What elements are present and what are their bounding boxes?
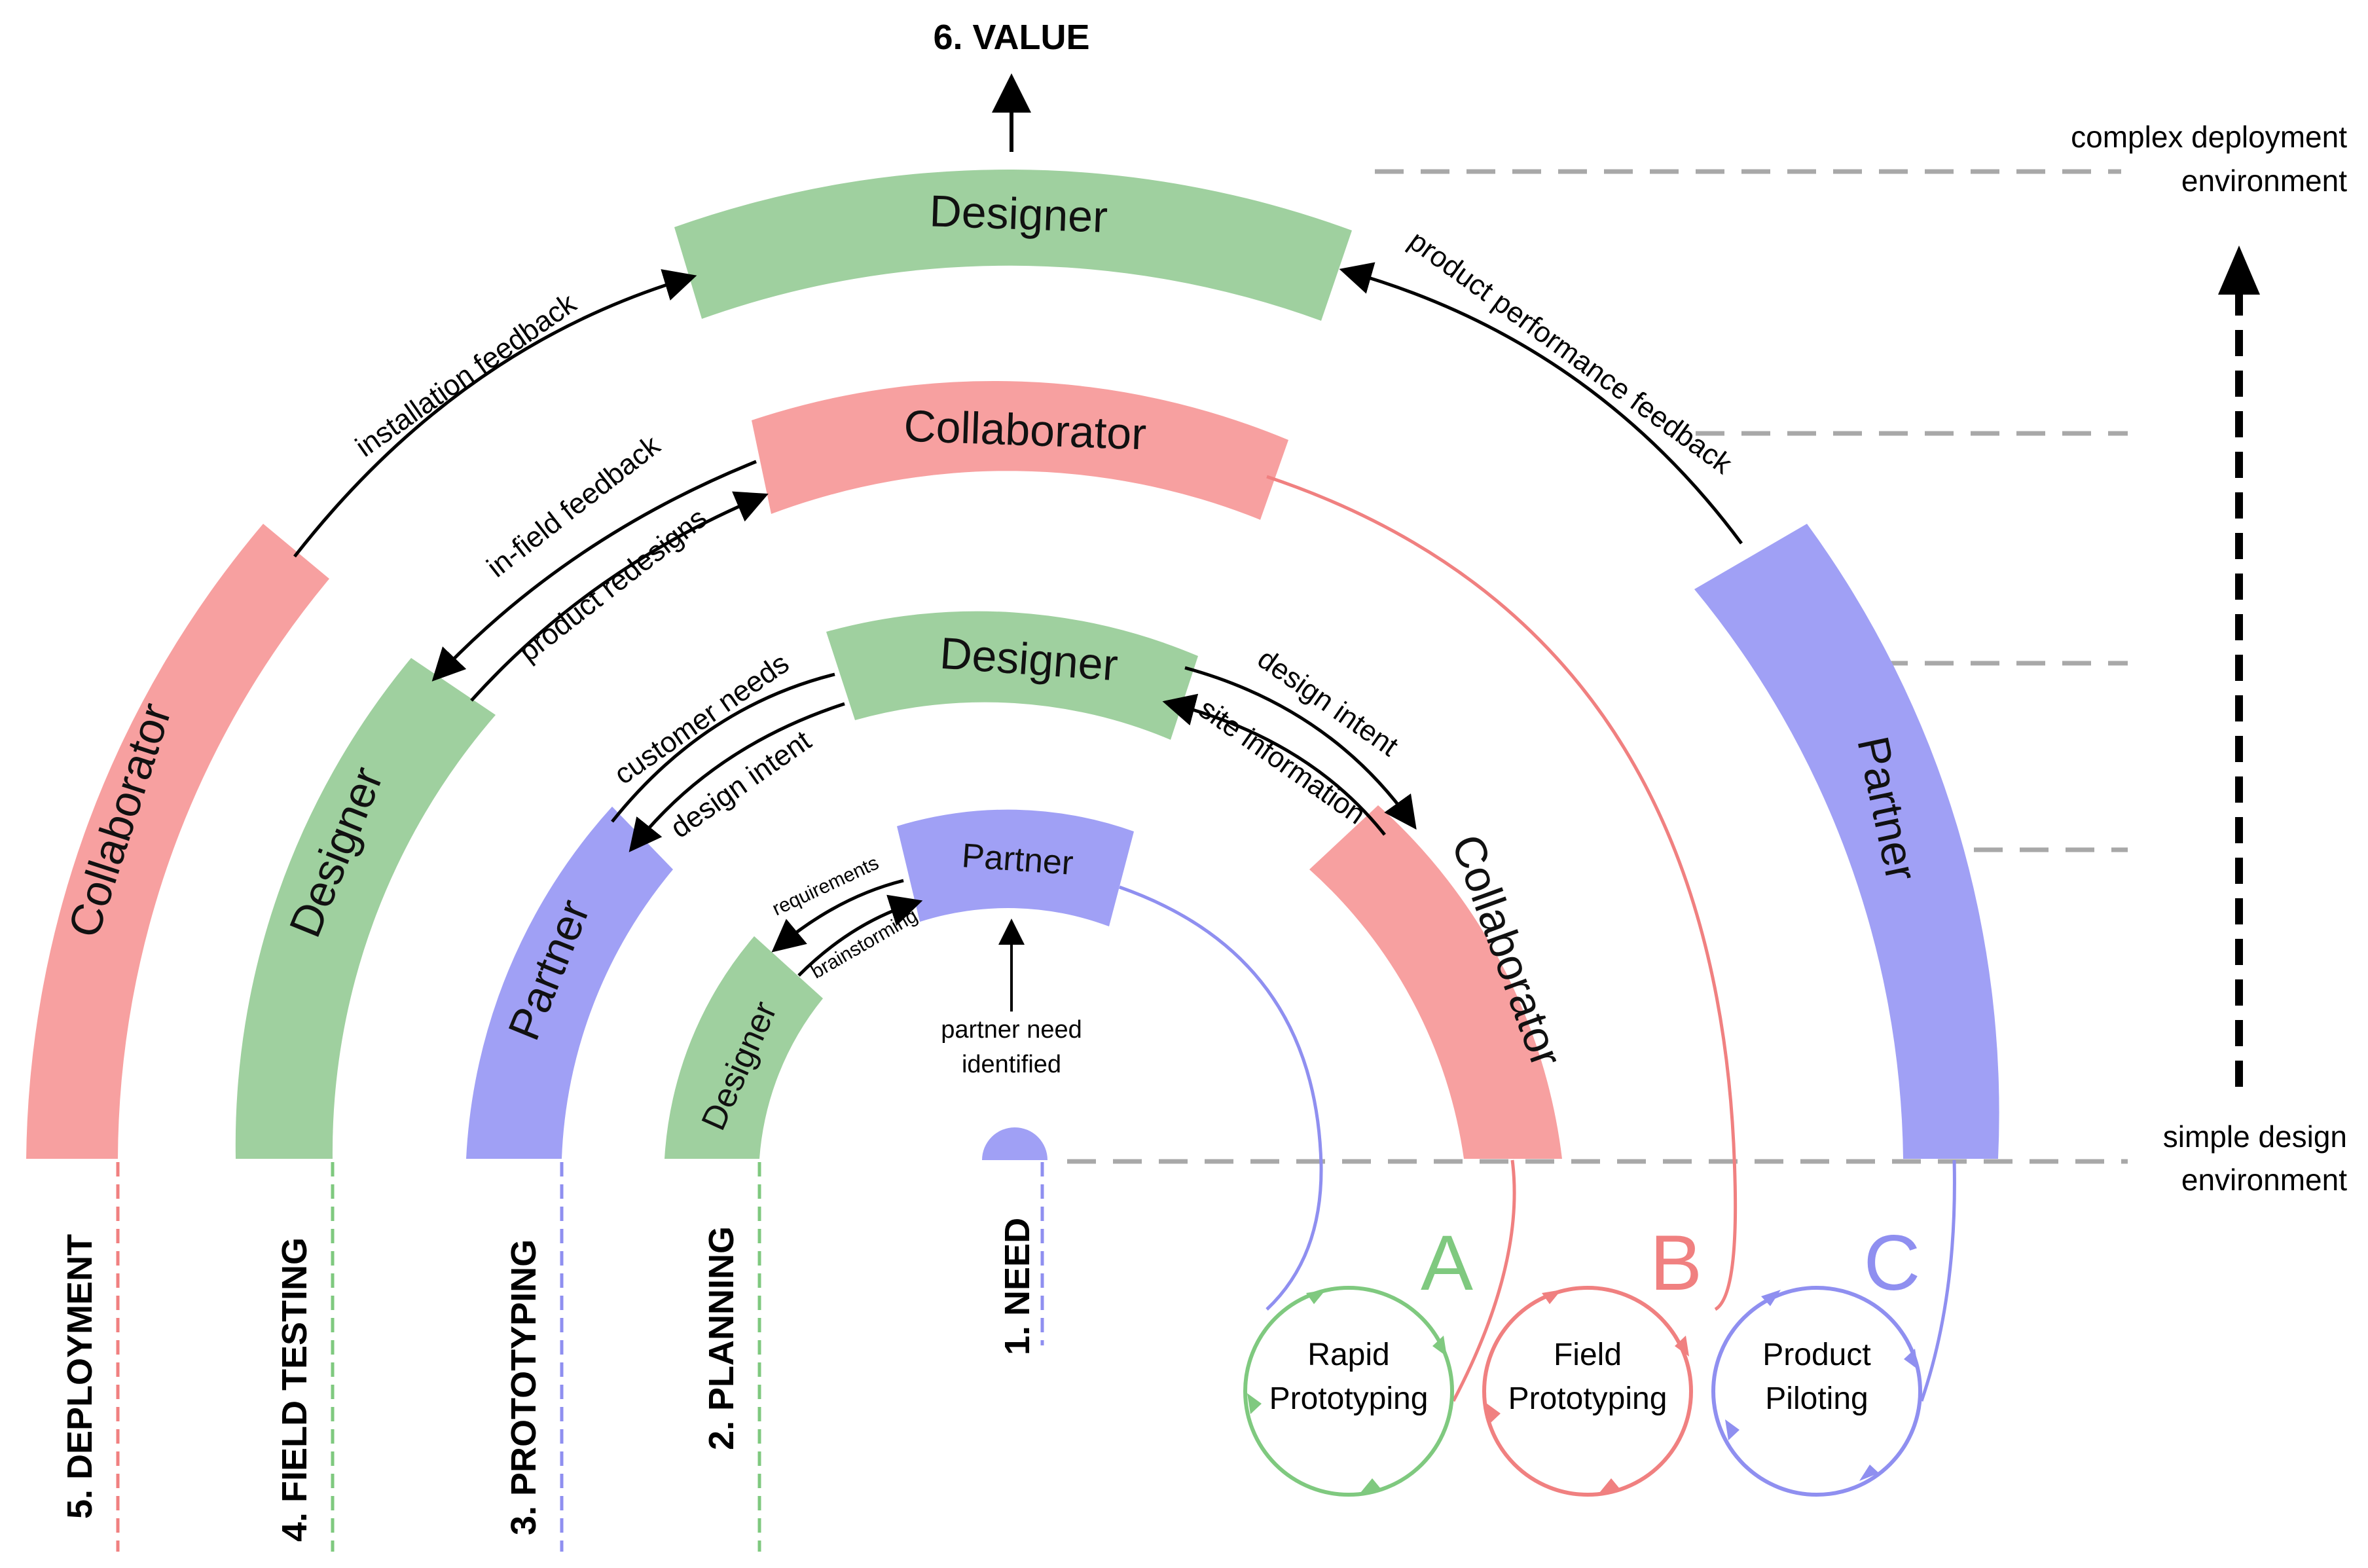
proto-designer-arc	[826, 611, 1198, 740]
simple-env-line-2: environment	[2181, 1163, 2347, 1197]
planning-designer-arc	[665, 936, 823, 1159]
stage-deployment-label: 5. DEPLOYMENT	[60, 1234, 100, 1519]
product-performance-label: product performance feedback	[1403, 225, 1738, 481]
loop-a-letter: A	[1421, 1219, 1473, 1307]
proto-collaborator-arc	[1309, 805, 1562, 1159]
partner-need-label-2: identified	[962, 1051, 1061, 1078]
loop-a-arrow-2	[1432, 1336, 1447, 1357]
loop-c-circle	[1711, 1286, 1922, 1497]
requirements-arrow	[771, 879, 904, 953]
loop-c-arrow-1	[1761, 1290, 1781, 1306]
loop-a-circle	[1243, 1286, 1454, 1497]
loop-a-arrow-4	[1247, 1393, 1262, 1414]
loop-b-letter: B	[1650, 1219, 1702, 1307]
customer-needs-arrow	[611, 672, 835, 823]
simple-env-line-1: simple design	[2163, 1120, 2347, 1154]
collaborator-bottom-to-loop-b	[1451, 1159, 1516, 1402]
design-intent-right-arrow	[1184, 666, 1417, 830]
need-semicircle	[982, 1127, 1047, 1160]
loop-a: A Rapid Prototyping	[1243, 1219, 1473, 1497]
field-collaborator-arc	[752, 380, 1288, 520]
loop-b-arrow-2	[1675, 1336, 1689, 1357]
planning-partner-arc	[897, 809, 1134, 926]
loop-b-line-2: Prototyping	[1508, 1381, 1667, 1416]
brainstorming-arrow	[797, 894, 923, 977]
stage-value-label: 6. VALUE	[933, 18, 1089, 57]
environment-axis-arrowhead	[2218, 246, 2260, 295]
loop-c-line-2: Piloting	[1765, 1381, 1868, 1416]
loop-c-arrow-4	[1725, 1419, 1740, 1440]
loop-c-line-1: Product	[1762, 1338, 1870, 1372]
proto-designer-label: Designer	[938, 629, 1120, 691]
loop-a-line-2: Prototyping	[1269, 1381, 1429, 1416]
stage-planning-label: 2. PLANNING	[702, 1226, 741, 1450]
loop-a-arrow-1	[1306, 1290, 1326, 1304]
field-designer-arc	[235, 658, 496, 1159]
loop-c-arrow-3	[1859, 1465, 1879, 1481]
stage-field-testing-label: 4. FIELD TESTING	[275, 1237, 314, 1542]
product-performance-arrow	[1339, 262, 1743, 545]
loop-a-line-1: Rapid	[1307, 1338, 1389, 1372]
loop-c: C Product Piloting	[1711, 1219, 1922, 1497]
partner-to-loop-a	[1119, 885, 1323, 1311]
in-field-feedback-arrow	[431, 460, 757, 682]
deploy-collaborator-arc	[26, 524, 329, 1159]
product-redesigns-arrow	[470, 491, 769, 702]
loop-c-arrow-2	[1904, 1349, 1918, 1370]
partner-bottom-to-loop-c	[1920, 1159, 1956, 1402]
collaborator-to-loop-b	[1266, 475, 1738, 1311]
design-intent-left-arrow	[628, 702, 845, 852]
planning-partner-label: Partner	[960, 837, 1074, 883]
proto-partner-arc	[466, 807, 673, 1159]
deploy-partner-arc	[1694, 524, 1999, 1159]
installation-feedback-arrow	[293, 269, 697, 558]
installation-feedback-label: installation feedback	[350, 287, 583, 463]
loop-b-arrow-1	[1542, 1290, 1561, 1304]
loop-b-line-1: Field	[1554, 1338, 1622, 1372]
flow-arrows	[293, 262, 1743, 977]
environment-dashed-lines	[1067, 169, 2128, 1164]
complex-env-line-2: environment	[2181, 164, 2347, 198]
stage-vertical-lines	[116, 1162, 1044, 1552]
field-collaborator-label: Collaborator	[903, 401, 1147, 460]
loop-connectors	[1119, 475, 1956, 1402]
site-information-arrow	[1162, 693, 1386, 836]
loop-b-arrow-3	[1599, 1478, 1620, 1493]
partner-need-label-1: partner need	[941, 1016, 1082, 1044]
requirements-label: requirements	[769, 852, 883, 920]
brainstorming-label: brainstorming	[807, 905, 921, 983]
deploy-designer-label: Designer	[928, 186, 1108, 242]
loop-c-letter: C	[1864, 1219, 1921, 1307]
stage-prototyping-label: 3. PROTOTYPING	[504, 1239, 543, 1535]
deploy-designer-arc	[674, 169, 1352, 321]
complex-env-line-1: complex deployment	[2071, 120, 2347, 154]
loop-b-arrow-4	[1486, 1403, 1501, 1424]
loop-a-arrow-3	[1360, 1478, 1381, 1493]
loop-b-circle	[1482, 1286, 1693, 1497]
stage-need-label: 1. NEED	[998, 1218, 1037, 1355]
loop-b: B Field Prototyping	[1482, 1219, 1702, 1497]
